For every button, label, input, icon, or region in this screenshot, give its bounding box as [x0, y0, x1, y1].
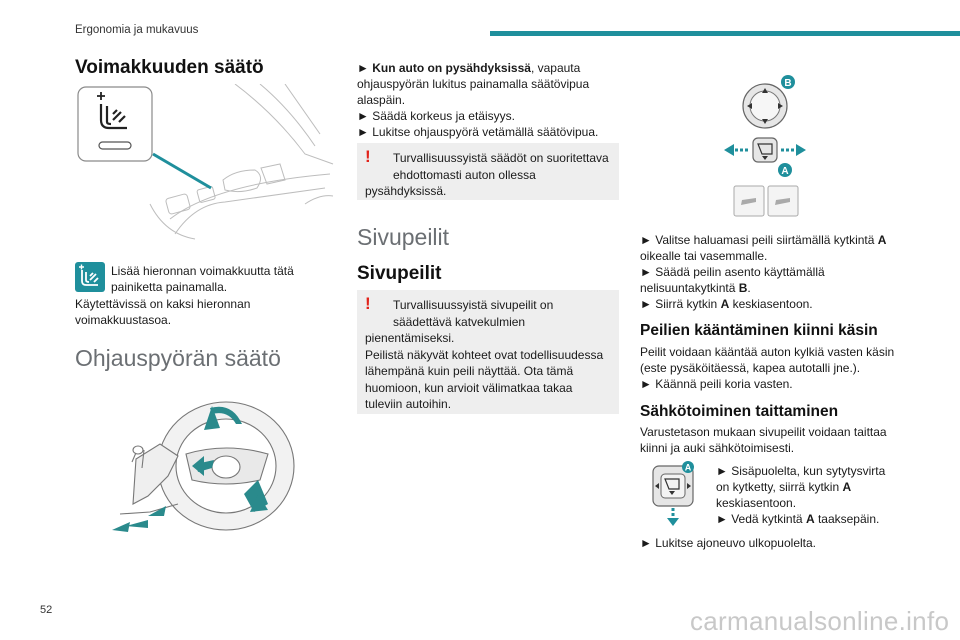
label-a: A [781, 166, 788, 177]
power-text-3: Käytettävissä on kaksi hieronnan [75, 297, 251, 311]
electric-text-1: Varustetason mukaan sivupeilit voidaan t… [640, 425, 887, 439]
electric-step-3: ► Lukitse ajoneuvo ulkopuolelta. [640, 536, 816, 550]
mirror-fold-icon: A [652, 461, 694, 526]
steering-section-title: Ohjauspyörän säätö [75, 345, 281, 371]
power-section-title: Voimakkuuden säätö [75, 57, 264, 78]
massage-seat-icon [97, 92, 127, 130]
electric-step-1-line-3: keskiasentoon. [716, 496, 797, 510]
label-b: B [784, 78, 791, 89]
steering-step-1-line-3: alaspäin. [357, 93, 406, 107]
steering-step-3: ► Lukitse ohjauspyörä vetämällä säätövip… [357, 125, 599, 139]
warning-icon: ! [365, 147, 371, 166]
running-header: Ergonomia ja mukavuus [75, 24, 199, 36]
mirror-step-1: ► Valitse haluamasi peili siirtämällä ky… [640, 233, 887, 247]
electric-section-title: Sähkötoiminen taittaminen [640, 403, 839, 420]
electric-text-2: kiinni ja auki sähkötoimisesti. [640, 441, 795, 455]
steering-step-2: ► Säädä korkeus ja etäisyys. [357, 109, 515, 123]
mirrors-section-title: Sivupeilit [357, 263, 442, 284]
mirror-switch-icon: B A [724, 75, 806, 217]
steering-step-1-line-2: ohjauspyörän lukitus painamalla säätövip… [357, 77, 590, 91]
warning-box-steering: ! Turvallisuussyistä säädöt on suoritett… [357, 143, 619, 200]
fold-section-title: Peilien kääntäminen kiinni käsin [640, 322, 878, 339]
seat-illustration [77, 84, 334, 240]
massage-seat-icon [75, 262, 105, 292]
warning-box-mirrors: ! Turvallisuussyistä sivupeilit on sääde… [357, 290, 619, 414]
fold-text-2: (este pysäköitäessä, kapea autotalli jne… [640, 361, 861, 375]
steering-step-1: ► Kun auto on pysähdyksissä, vapauta [357, 61, 581, 75]
label-a-small: A [685, 463, 692, 473]
fold-text-3: ► Käännä peili koria vasten. [640, 377, 793, 391]
electric-step-1-line-2: on kytketty, siirrä kytkin A [716, 480, 852, 494]
power-text-1: Lisää hieronnan voimakkuutta tätä [111, 264, 294, 278]
mirror-step-3: ► Siirrä kytkin A keskiasentoon. [640, 297, 813, 311]
mirrors-section-title-light: Sivupeilit [357, 224, 450, 250]
steering-wheel-illustration [112, 401, 295, 532]
bullet-arrow: ► [357, 61, 373, 75]
mirror-step-2: ► Säädä peilin asento käyttämällä [640, 265, 825, 279]
electric-step-2: ► Vedä kytkintä A taaksepäin. [716, 512, 880, 526]
page-number: 52 [40, 604, 53, 616]
header-accent-bar [490, 31, 960, 36]
power-text-4: voimakkuustasoa. [75, 313, 172, 327]
fold-text-1: Peilit voidaan kääntää auton kylkiä vast… [640, 345, 895, 359]
electric-step-1: ► Sisäpuolelta, kun sytytysvirta [716, 464, 886, 478]
power-text-2: painiketta painamalla. [111, 280, 228, 294]
watermark: carmanualsonline.info [690, 606, 950, 636]
warning-icon: ! [365, 294, 371, 313]
mirror-step-2-line-2: nelisuuntakytkintä B. [640, 281, 751, 295]
mirror-step-1-line-2: oikealle tai vasemmalle. [640, 249, 768, 263]
